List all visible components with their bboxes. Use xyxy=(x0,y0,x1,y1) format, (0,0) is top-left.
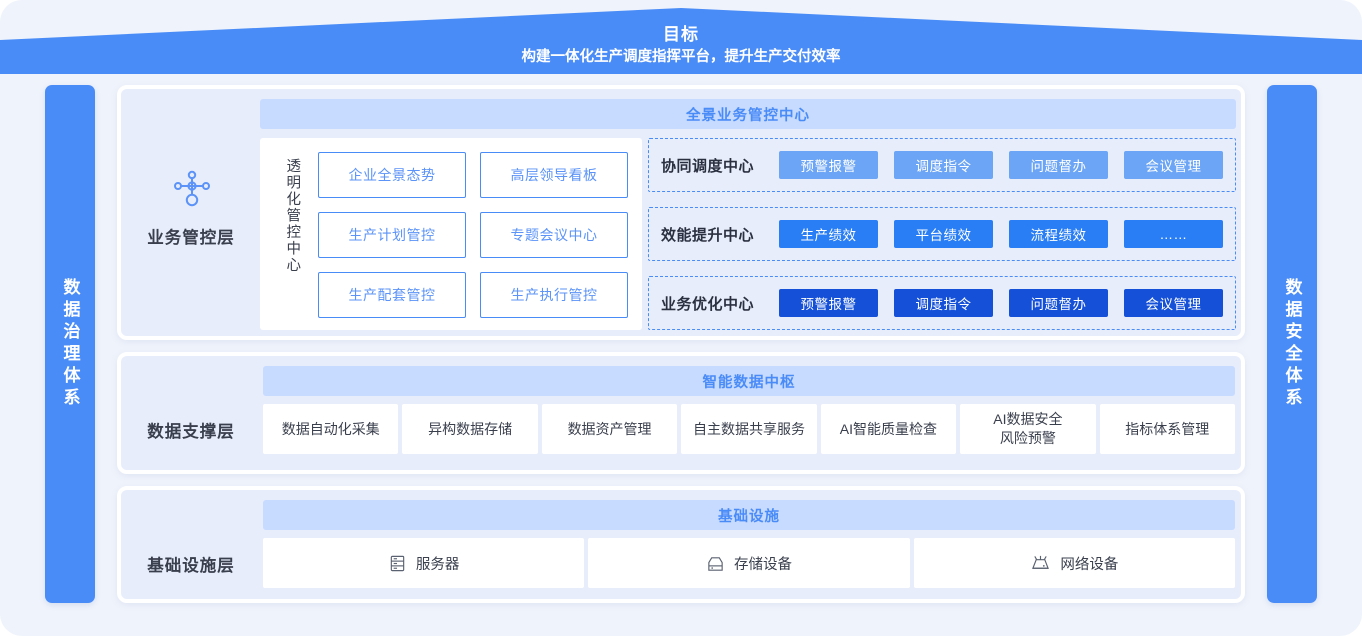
chip-diaodu-zhiling[interactable]: 调度指令 xyxy=(894,151,993,179)
storage-disk-icon xyxy=(706,554,725,573)
infra-cell-label: 服务器 xyxy=(415,556,460,573)
chip-huiyi-guanli[interactable]: 会议管理 xyxy=(1124,289,1223,317)
center-row-efficiency-improvement: 效能提升中心 生产绩效 平台绩效 流程绩效 …… xyxy=(648,207,1236,261)
goal-subtitle: 构建一体化生产调度指挥平台，提升生产交付效率 xyxy=(521,49,841,65)
chip-group: 预警报警 调度指令 问题督办 会议管理 xyxy=(779,289,1223,317)
infra-cell-network[interactable]: 网络设备 xyxy=(913,538,1235,588)
data-cell-heterogeneous-storage[interactable]: 异构数据存储 xyxy=(402,404,538,454)
chip-liucheng-jixiao[interactable]: 流程绩效 xyxy=(1009,220,1108,248)
data-section-header: 智能数据中枢 xyxy=(263,366,1235,396)
chip-group: 预警报警 调度指令 问题督办 会议管理 xyxy=(779,151,1223,179)
transparent-control-center-button-grid: 企业全景态势 高层领导看板 生产计划管控 专题会议中心 生产配套管控 生产执行管… xyxy=(318,152,628,318)
outline-button-shengchan-jihua[interactable]: 生产计划管控 xyxy=(318,212,466,258)
data-cell-indicator-management[interactable]: 指标体系管理 xyxy=(1099,404,1235,454)
business-layer-label: 业务管控层 xyxy=(147,229,235,247)
outline-button-gaoceng-kanban[interactable]: 高层领导看板 xyxy=(480,152,628,198)
center-row-stack: 协同调度中心 预警报警 调度指令 问题督办 会议管理 效能提升中心 生产绩效 平… xyxy=(648,138,1236,330)
data-cell-asset-management[interactable]: 数据资产管理 xyxy=(541,404,678,454)
infra-cell-label: 网络设备 xyxy=(1060,556,1119,573)
data-layer-label: 数据支撑层 xyxy=(147,423,235,441)
data-cell-sharing-service[interactable]: 自主数据共享服务 xyxy=(681,404,817,454)
transparent-control-center-label: 透明化管控中心 xyxy=(284,158,301,274)
chip-ellipsis[interactable]: …… xyxy=(1124,220,1223,248)
chip-yujing-baojing[interactable]: 预警报警 xyxy=(779,151,878,179)
sidebar-data-governance-label: 数据治理体系 xyxy=(60,278,80,410)
outline-button-shengchan-zhixing[interactable]: 生产执行管控 xyxy=(480,272,628,318)
data-cell-ai-security-warning[interactable]: AI数据安全 风险预警 xyxy=(960,404,1096,454)
center-row-title: 效能提升中心 xyxy=(661,226,755,244)
data-cell-ai-quality-check[interactable]: AI智能质量检查 xyxy=(820,404,957,454)
chip-group: 生产绩效 平台绩效 流程绩效 …… xyxy=(779,220,1223,248)
chip-wenti-duban[interactable]: 问题督办 xyxy=(1009,289,1108,317)
sidebar-data-security: 数据安全体系 xyxy=(1267,85,1317,603)
goal-banner: 目标 构建一体化生产调度指挥平台，提升生产交付效率 xyxy=(0,8,1362,74)
infra-layer-label: 基础设施层 xyxy=(147,557,235,575)
chip-diaodu-zhiling[interactable]: 调度指令 xyxy=(894,289,993,317)
outline-button-qiye-quanjing[interactable]: 企业全景态势 xyxy=(318,152,466,198)
infra-cell-server[interactable]: 服务器 xyxy=(263,538,585,588)
chip-huiyi-guanli[interactable]: 会议管理 xyxy=(1124,151,1223,179)
infra-section-header: 基础设施 xyxy=(263,500,1235,530)
node-network-icon xyxy=(168,167,216,211)
infrastructure-layer: 基础设施层 基础设施 服务器 xyxy=(117,486,1245,603)
server-rack-icon xyxy=(388,554,407,573)
chip-pingtai-jixiao[interactable]: 平台绩效 xyxy=(894,220,993,248)
sidebar-data-security-label: 数据安全体系 xyxy=(1282,278,1302,410)
outline-button-zhuanti-huiyi[interactable]: 专题会议中心 xyxy=(480,212,628,258)
goal-title: 目标 xyxy=(663,25,699,44)
infra-cell-storage[interactable]: 存储设备 xyxy=(588,538,910,588)
center-row-title: 业务优化中心 xyxy=(661,295,755,313)
center-row-title: 协同调度中心 xyxy=(661,157,755,175)
business-section-header: 全景业务管控中心 xyxy=(260,99,1236,129)
chip-wenti-duban[interactable]: 问题督办 xyxy=(1009,151,1108,179)
transparent-control-center-card: 透明化管控中心 企业全景态势 高层领导看板 生产计划管控 专题会议中心 生产配套… xyxy=(260,138,642,330)
center-row-collaborative-dispatch: 协同调度中心 预警报警 调度指令 问题督办 会议管理 xyxy=(648,138,1236,192)
data-support-layer: 数据支撑层 智能数据中枢 数据自动化采集 异构数据存储 数据资产管理 自主数据共… xyxy=(117,352,1245,474)
business-control-layer: 业务管控层 全景业务管控中心 透明化管控中心 企业全景态势 高层领导看板 生产计… xyxy=(117,85,1245,340)
chip-yujing-baojing[interactable]: 预警报警 xyxy=(779,289,878,317)
outline-button-shengchan-peitao[interactable]: 生产配套管控 xyxy=(318,272,466,318)
chip-shengchan-jixiao[interactable]: 生产绩效 xyxy=(779,220,878,248)
data-cell-auto-collection[interactable]: 数据自动化采集 xyxy=(263,404,399,454)
center-row-business-optimization: 业务优化中心 预警报警 调度指令 问题督办 会议管理 xyxy=(648,276,1236,330)
sidebar-data-governance: 数据治理体系 xyxy=(45,85,95,603)
data-cell-grid: 数据自动化采集 异构数据存储 数据资产管理 自主数据共享服务 AI智能质量检查 … xyxy=(263,404,1235,454)
network-router-icon xyxy=(1030,554,1051,573)
infra-cell-grid: 服务器 存储设备 xyxy=(263,538,1235,588)
infra-cell-label: 存储设备 xyxy=(733,556,792,573)
